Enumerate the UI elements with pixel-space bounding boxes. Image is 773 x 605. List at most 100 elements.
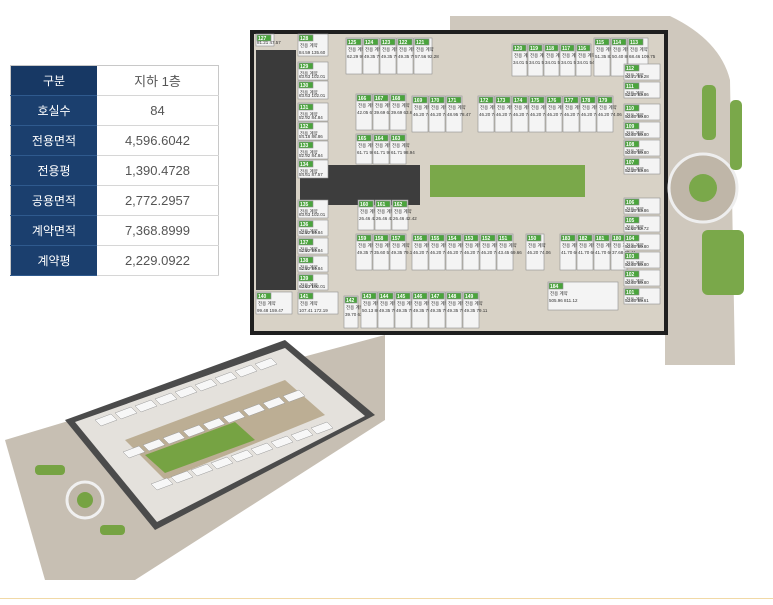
unit-cell-bg bbox=[479, 233, 497, 271]
unit-area-labels: 전용 계약 bbox=[626, 130, 644, 137]
central-garden bbox=[430, 165, 585, 197]
unit-cell-bg bbox=[411, 233, 429, 271]
unit-area-values: 51.35 82.30 bbox=[595, 54, 619, 59]
unit-area-labels: 전용 계약 bbox=[414, 104, 432, 111]
unit-number-badge bbox=[624, 122, 640, 130]
unit-area-values: 51.60 82.72 bbox=[625, 226, 649, 231]
unit-number: 110 bbox=[626, 106, 634, 112]
unit-number-badge bbox=[624, 252, 640, 260]
unit-area-labels: 전용 계약 bbox=[626, 72, 644, 79]
unit-area-labels: 전용 계약 bbox=[377, 208, 395, 215]
unit-area-values: 63.63 102.01 bbox=[299, 212, 326, 217]
unit-number: 138 bbox=[300, 258, 309, 264]
unit-number-badge bbox=[378, 292, 394, 300]
unit-area-values: 99.48 159.47 bbox=[257, 308, 284, 313]
unit-area-labels: 전용 계약 bbox=[414, 300, 432, 307]
iso-unit-block bbox=[290, 428, 314, 442]
unit-number: 116 bbox=[578, 46, 586, 52]
